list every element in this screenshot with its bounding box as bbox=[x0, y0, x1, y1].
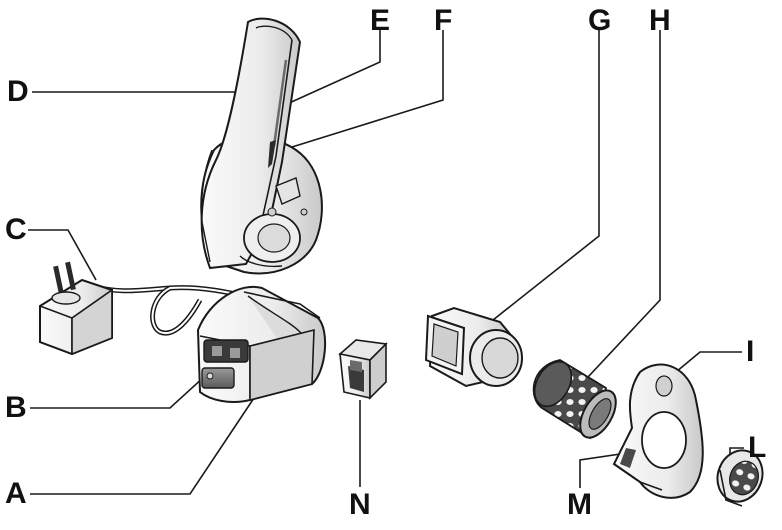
leader-line-g bbox=[493, 30, 599, 320]
label-g: G bbox=[588, 6, 611, 36]
nozzle-adapter bbox=[426, 308, 522, 386]
leader-line-f bbox=[276, 30, 443, 152]
label-n: N bbox=[349, 490, 371, 520]
leader-line-i bbox=[676, 352, 742, 372]
label-c: C bbox=[5, 215, 27, 245]
leader-line-b bbox=[30, 376, 205, 408]
handheld-unit bbox=[201, 19, 322, 274]
leader-line-h bbox=[574, 30, 660, 392]
small-insert-block bbox=[340, 340, 386, 398]
label-i: I bbox=[746, 337, 754, 367]
label-f: F bbox=[434, 6, 452, 36]
label-a: A bbox=[5, 479, 27, 509]
cover-plate bbox=[614, 365, 703, 498]
label-m: M bbox=[567, 490, 592, 520]
leader-line-c bbox=[28, 230, 96, 280]
label-d: D bbox=[7, 77, 29, 107]
leader-line-e bbox=[287, 30, 380, 104]
charging-base bbox=[198, 287, 325, 402]
label-b: B bbox=[5, 393, 27, 423]
label-l: L bbox=[748, 433, 766, 463]
filter-cartridge bbox=[527, 355, 623, 443]
label-h: H bbox=[649, 6, 671, 36]
label-e: E bbox=[370, 6, 390, 36]
